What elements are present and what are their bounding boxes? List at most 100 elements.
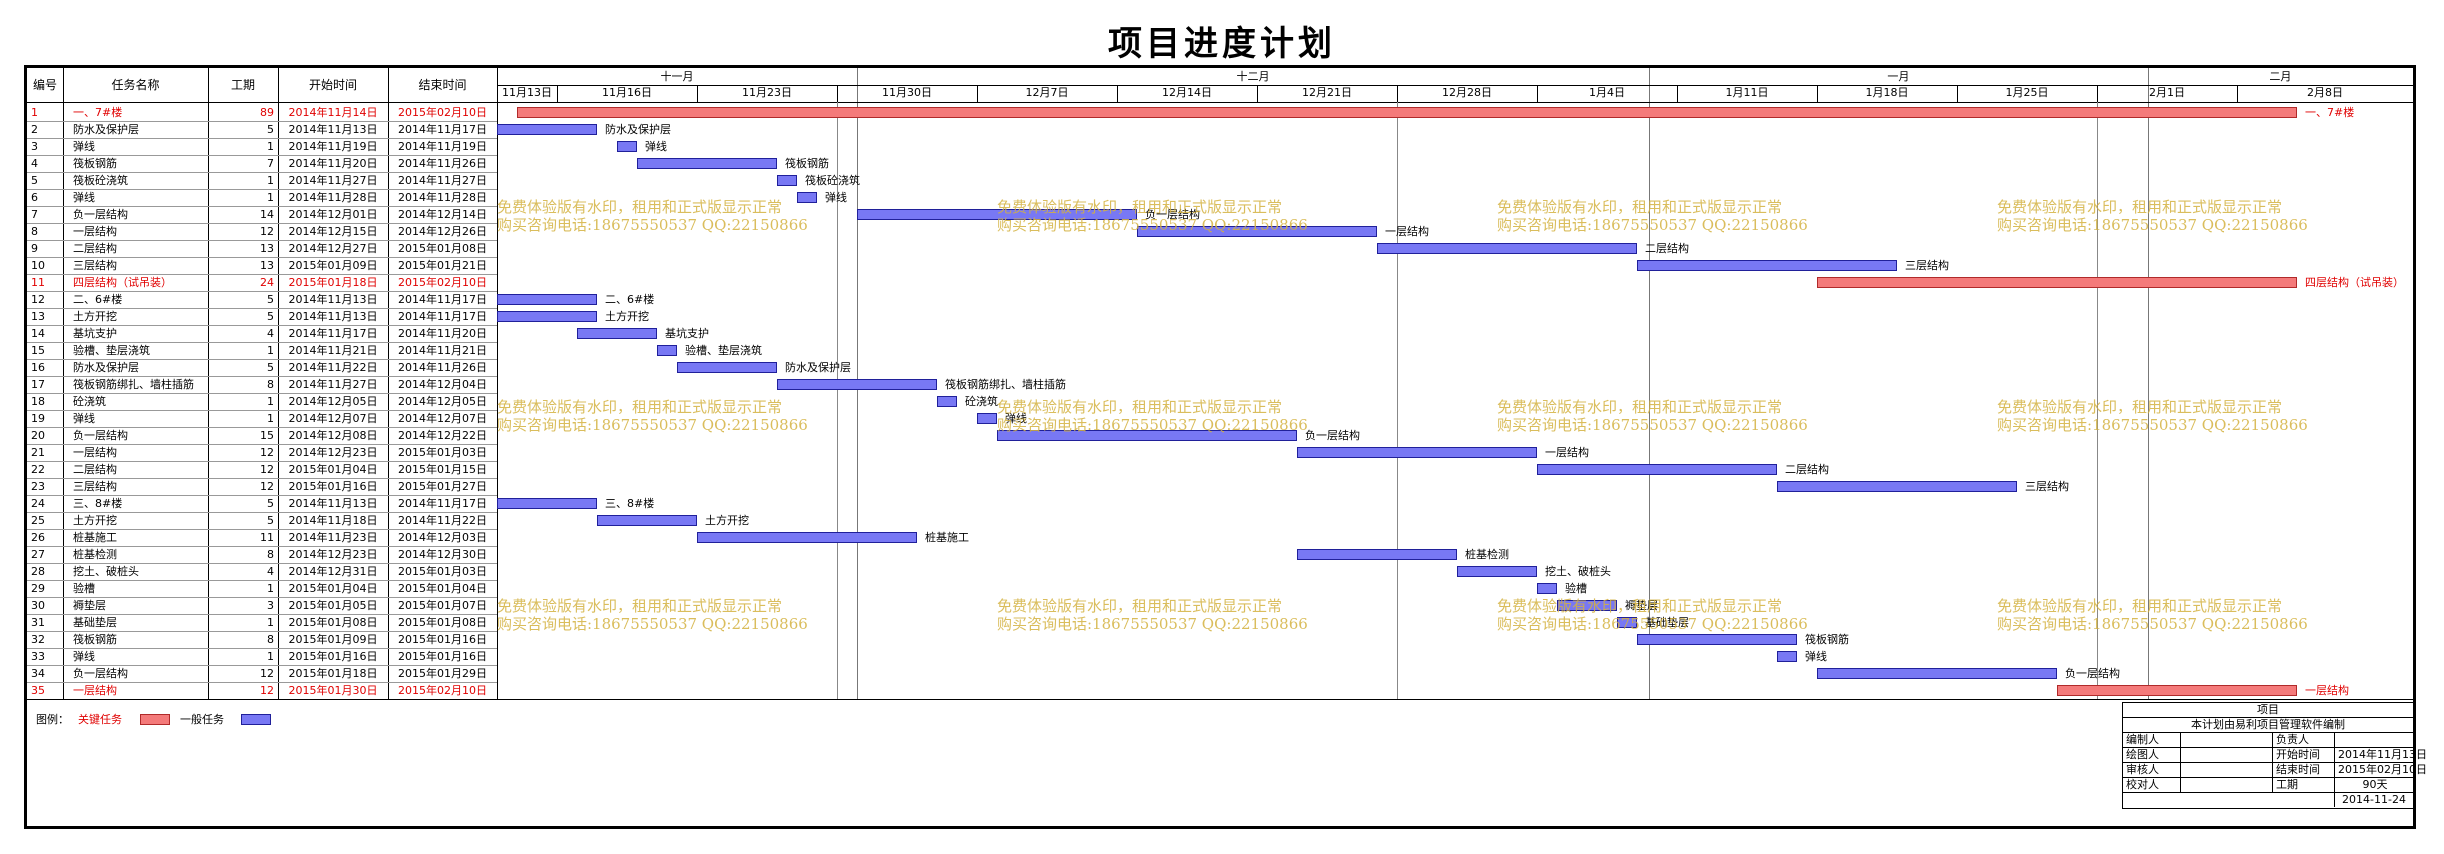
month-header: 二月 [2269, 70, 2292, 83]
gantt-bar-label: 基础垫层 [1645, 616, 1689, 629]
task-name: 砼浇筑 [73, 395, 106, 408]
task-duration: 3 [267, 599, 274, 612]
task-name: 二层结构 [73, 463, 117, 476]
gantt-bar[interactable] [1777, 651, 1797, 662]
gantt-bar[interactable] [1377, 243, 1637, 254]
row-divider [27, 257, 497, 258]
row-divider [27, 682, 497, 683]
gantt-bar-label: 基坑支护 [665, 327, 709, 340]
gantt-bar[interactable] [597, 515, 697, 526]
gantt-bar-label: 防水及保护层 [605, 123, 671, 136]
watermark-line2: 购买咨询电话:18675550537 QQ:22150866 [997, 615, 1308, 633]
task-end: 2015年02月10日 [398, 684, 487, 697]
gantt-bar[interactable] [777, 379, 937, 390]
gantt-bar[interactable] [937, 396, 957, 407]
task-duration: 12 [260, 463, 274, 476]
gantt-bar[interactable] [777, 175, 797, 186]
legend-title: 图例： [36, 713, 69, 726]
gantt-bar-label: 弹线 [1005, 412, 1027, 425]
gantt-bar[interactable] [697, 532, 917, 543]
watermark-line1: 免费体验版有水印，租用和正式版显示正常 [497, 398, 783, 416]
task-id: 15 [31, 344, 45, 357]
task-duration: 11 [260, 531, 274, 544]
week-header: 1月4日 [1589, 86, 1625, 99]
task-start: 2014年11月17日 [288, 327, 378, 340]
row-divider [27, 512, 497, 513]
task-name: 验槽、垫层浇筑 [73, 344, 150, 357]
task-start: 2014年11月14日 [288, 106, 378, 119]
info-row-divider [2122, 792, 2414, 793]
task-end: 2014年11月22日 [398, 514, 487, 527]
gantt-bar[interactable] [517, 107, 2297, 118]
row-divider [27, 376, 497, 377]
gantt-bar[interactable] [1457, 566, 1537, 577]
gantt-bar[interactable] [497, 294, 597, 305]
gantt-bar[interactable] [617, 141, 637, 152]
gantt-bar[interactable] [1137, 226, 1377, 237]
gantt-bar-label: 三、8#楼 [605, 497, 655, 510]
column-divider [388, 68, 389, 699]
task-end: 2015年01月27日 [398, 480, 487, 493]
gantt-bar[interactable] [1637, 260, 1897, 271]
task-duration: 8 [267, 548, 274, 561]
task-id: 23 [31, 480, 45, 493]
task-duration: 5 [267, 293, 274, 306]
task-end: 2015年01月08日 [398, 616, 487, 629]
task-duration: 1 [267, 174, 274, 187]
row-divider [27, 665, 497, 666]
gantt-bar[interactable] [1557, 600, 1617, 611]
info-col-divider [2180, 762, 2181, 777]
task-name: 三层结构 [73, 480, 117, 493]
task-start: 2014年11月18日 [288, 514, 378, 527]
header-divider [497, 85, 2413, 86]
gantt-bar[interactable] [2057, 685, 2297, 696]
gantt-bar[interactable] [1297, 447, 1537, 458]
gantt-bar[interactable] [1617, 617, 1637, 628]
task-end: 2015年01月07日 [398, 599, 487, 612]
task-id: 1 [31, 106, 38, 119]
month-divider [1648, 68, 1650, 699]
month-divider [2147, 68, 2149, 699]
task-end: 2014年12月04日 [398, 378, 487, 391]
gantt-bar[interactable] [497, 124, 597, 135]
task-name: 防水及保护层 [73, 123, 139, 136]
gantt-bar[interactable] [1537, 464, 1777, 475]
info-cell [2184, 762, 2270, 777]
gantt-bar[interactable] [577, 328, 657, 339]
task-start: 2015年01月16日 [288, 480, 378, 493]
gantt-bar[interactable] [1817, 668, 2057, 679]
gantt-bar[interactable] [497, 311, 597, 322]
gantt-bar[interactable] [1537, 583, 1557, 594]
column-header-start: 开始时间 [308, 78, 357, 92]
gantt-bar[interactable] [497, 498, 597, 509]
task-name: 弹线 [73, 650, 95, 663]
task-id: 13 [31, 310, 45, 323]
gantt-bar[interactable] [657, 345, 677, 356]
task-name: 负一层结构 [73, 208, 128, 221]
gantt-bar[interactable] [1297, 549, 1457, 560]
info-header: 项目 [2257, 703, 2279, 716]
gantt-bar[interactable] [977, 413, 997, 424]
gantt-bar[interactable] [1777, 481, 2017, 492]
row-divider [27, 410, 497, 411]
gantt-bar[interactable] [857, 209, 1137, 220]
row-divider [27, 325, 497, 326]
gantt-bar[interactable] [997, 430, 1297, 441]
gantt-bar-label: 弹线 [1805, 650, 1827, 663]
gantt-bar-label: 四层结构（试吊装） [2305, 276, 2404, 289]
gantt-bar[interactable] [1817, 277, 2297, 288]
task-name: 土方开挖 [73, 514, 117, 527]
gantt-bar[interactable] [637, 158, 777, 169]
gantt-bar[interactable] [1637, 634, 1797, 645]
row-divider [27, 580, 497, 581]
task-id: 19 [31, 412, 45, 425]
task-end: 2014年12月22日 [398, 429, 487, 442]
task-start: 2014年12月07日 [288, 412, 378, 425]
info-note: 本计划由易利项目管理软件编制 [2191, 718, 2345, 731]
gantt-bar[interactable] [797, 192, 817, 203]
info-row-divider [2122, 762, 2414, 763]
watermark-line1: 免费体验版有水印，租用和正式版显示正常 [1997, 597, 2283, 615]
gantt-bar[interactable] [677, 362, 777, 373]
info-col-divider [2272, 732, 2273, 747]
gantt-bar-label: 负一层结构 [1305, 429, 1360, 442]
